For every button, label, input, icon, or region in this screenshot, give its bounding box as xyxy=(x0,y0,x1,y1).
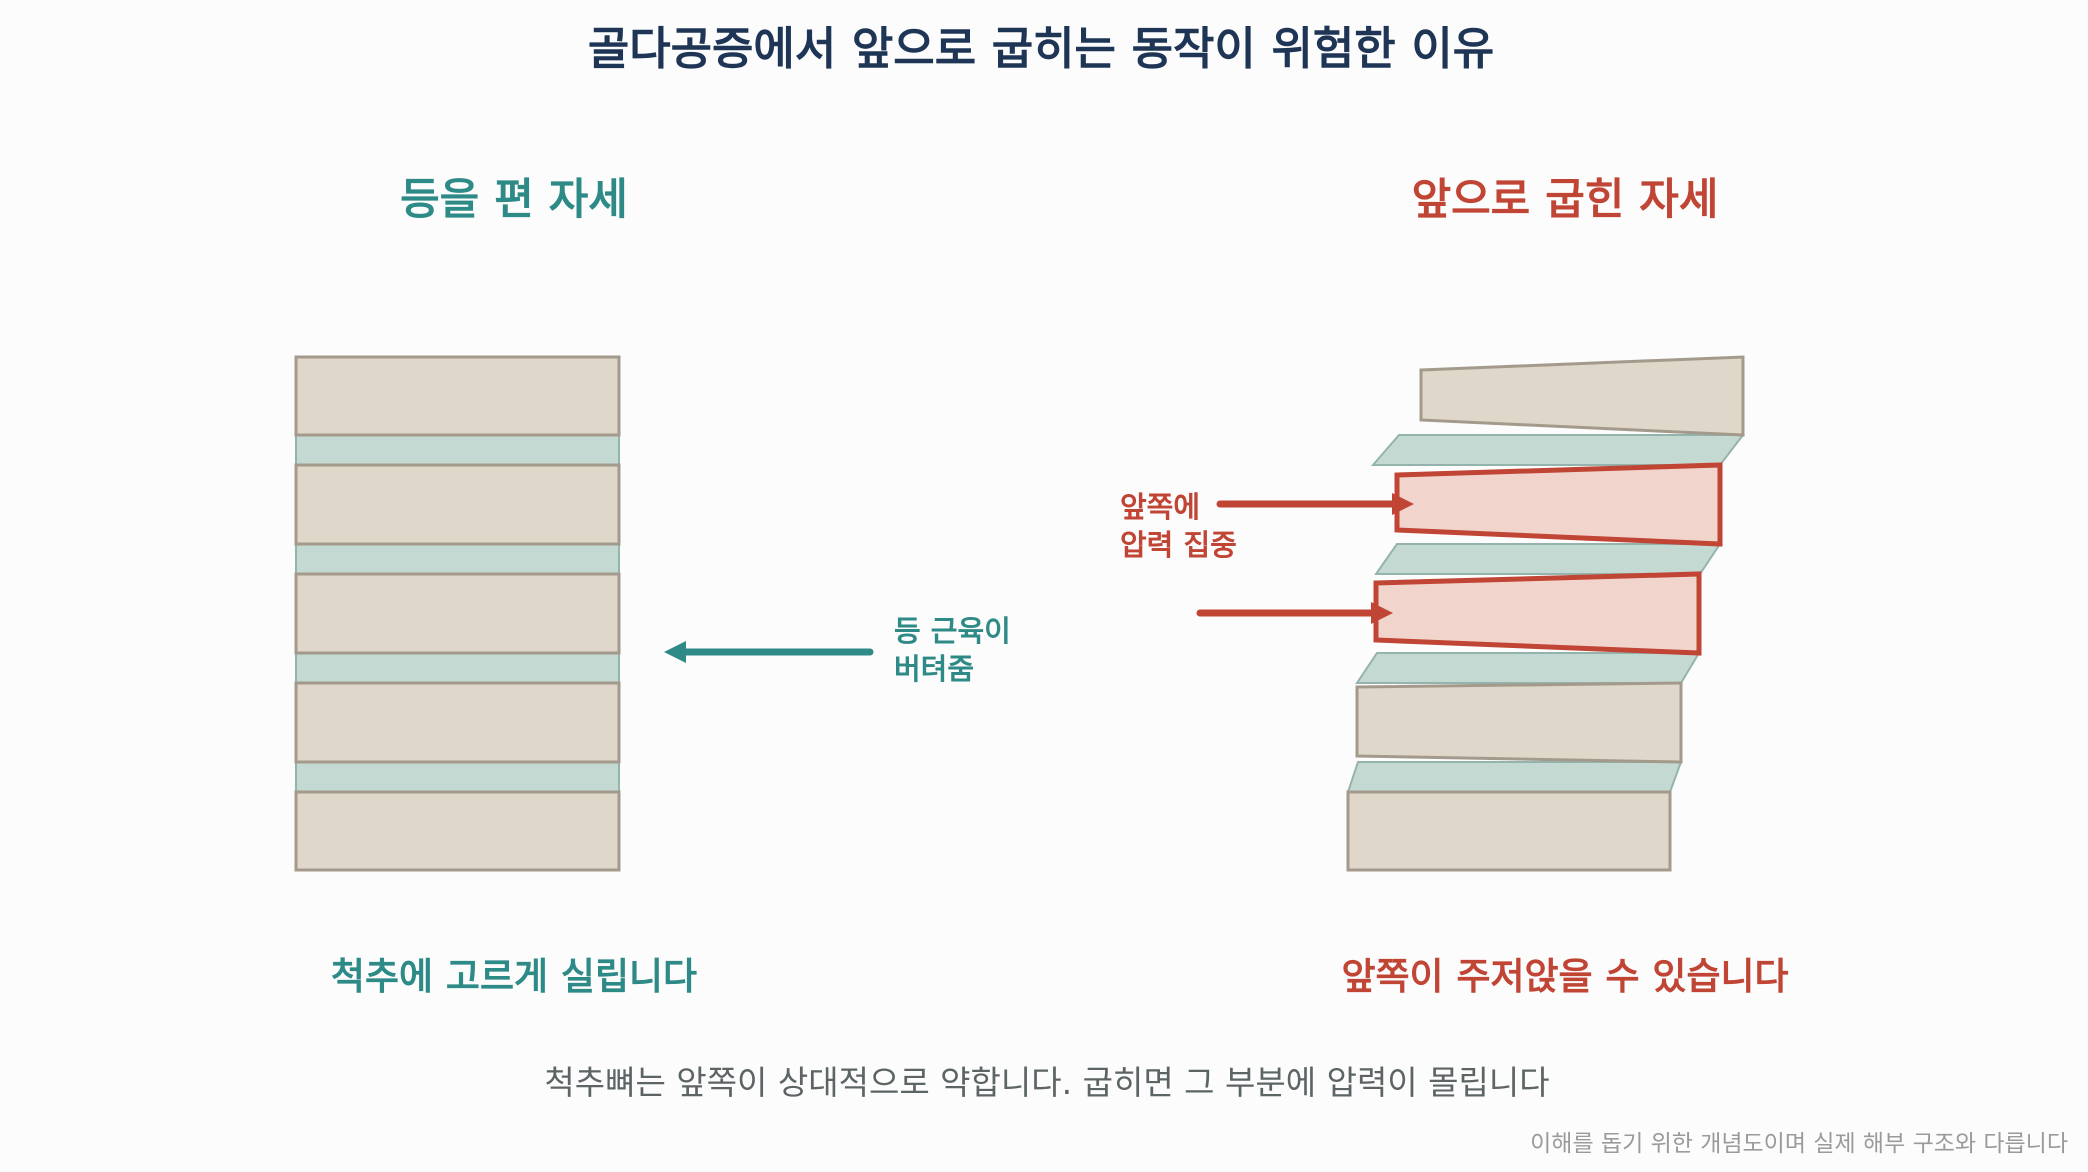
explanation-text: 척추뼈는 앞쪽이 상대적으로 약합니다. 굽히면 그 부분에 압력이 몰립니다 xyxy=(544,1063,1550,1102)
upright-vertebra xyxy=(294,790,621,872)
bent-vertebra-stressed xyxy=(1394,462,1723,547)
upright-vertebra xyxy=(294,463,621,546)
bent-vertebra xyxy=(1346,790,1672,872)
front-pressure-label-line1: 앞쪽에 xyxy=(1120,490,1201,524)
arrow-left-head xyxy=(664,641,686,663)
front-pressure-label-line2: 압력 집중 xyxy=(1120,528,1237,562)
back-muscle-label-line2: 버텨줌 xyxy=(894,652,975,686)
disclaimer-text: 이해를 돕기 위한 개념도이며 실제 해부 구조와 다릅니다 xyxy=(1530,1131,2068,1157)
bent-disc xyxy=(1346,761,1683,793)
bent-spine xyxy=(1346,355,1746,872)
upright-vertebra xyxy=(294,355,621,437)
upright-spine xyxy=(294,355,621,872)
back-muscle-label: 등 근육이 버텨줌 xyxy=(894,612,1011,688)
arrow-right-head xyxy=(1392,493,1414,515)
upright-disc xyxy=(295,761,620,793)
bent-posture-heading: 앞으로 굽힌 자세 xyxy=(1411,175,1719,225)
bent-vertebra xyxy=(1419,355,1745,437)
page-title: 골다공증에서 앞으로 굽히는 동작이 위험한 이유 xyxy=(587,22,1495,75)
upright-disc xyxy=(295,543,620,575)
arrow-right-head xyxy=(1371,602,1393,624)
back-muscle-arrow xyxy=(664,641,874,663)
upright-posture-heading: 등을 편 자세 xyxy=(400,175,628,225)
front-pressure-label: 앞쪽에 압력 집중 xyxy=(1120,488,1237,564)
bent-disc xyxy=(1374,543,1722,575)
upright-caption: 척추에 고르게 실립니다 xyxy=(330,955,698,998)
upright-vertebra xyxy=(294,572,621,655)
pressure-arrows xyxy=(1196,493,1414,624)
upright-disc xyxy=(295,434,620,466)
bent-vertebra-stressed xyxy=(1373,571,1702,656)
upright-vertebra xyxy=(294,681,621,764)
upright-disc xyxy=(295,652,620,684)
bent-disc xyxy=(1355,652,1701,684)
bent-vertebra xyxy=(1355,681,1683,764)
back-muscle-label-line1: 등 근육이 xyxy=(894,614,1011,648)
bent-caption: 앞쪽이 주저앉을 수 있습니다 xyxy=(1341,955,1789,998)
bent-disc xyxy=(1370,434,1746,466)
